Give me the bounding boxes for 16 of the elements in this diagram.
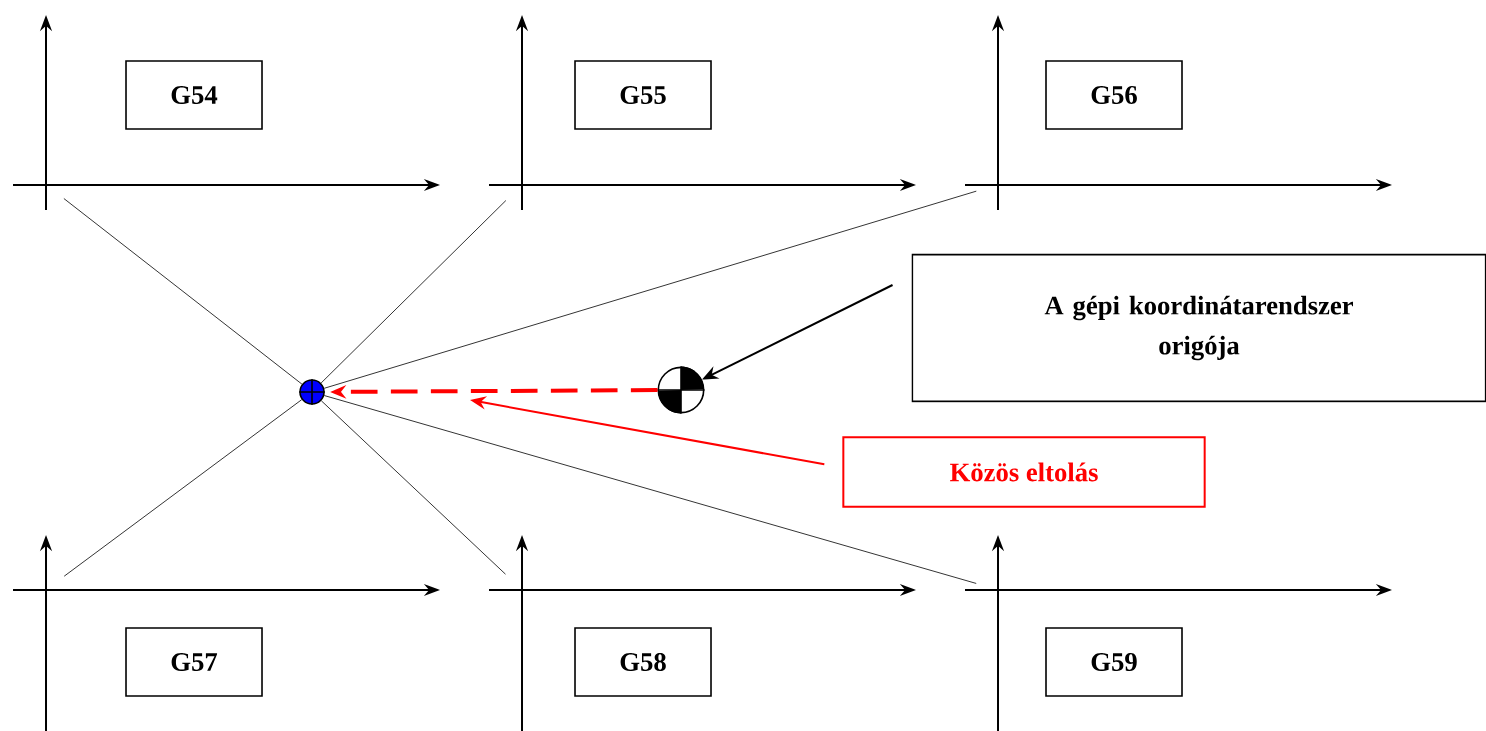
machine-origin-symbol bbox=[656, 365, 706, 415]
label-box: G59 bbox=[1045, 627, 1183, 697]
connector-line bbox=[63, 198, 303, 385]
callout-box: Közös eltolás bbox=[842, 436, 1206, 508]
connector-line bbox=[320, 200, 507, 384]
callout-box: A gépi koordinátarendszer origója bbox=[911, 253, 1486, 403]
workpiece-zero-symbol bbox=[298, 378, 326, 406]
label-box: G57 bbox=[125, 627, 263, 697]
label-box: G55 bbox=[574, 60, 712, 130]
label-box: G58 bbox=[574, 627, 712, 697]
label-box: G54 bbox=[125, 60, 263, 130]
label-box: G56 bbox=[1045, 60, 1183, 130]
connector-line bbox=[63, 399, 303, 577]
connector-line bbox=[323, 190, 977, 389]
connector-line bbox=[320, 400, 506, 575]
connector-line bbox=[323, 395, 977, 584]
